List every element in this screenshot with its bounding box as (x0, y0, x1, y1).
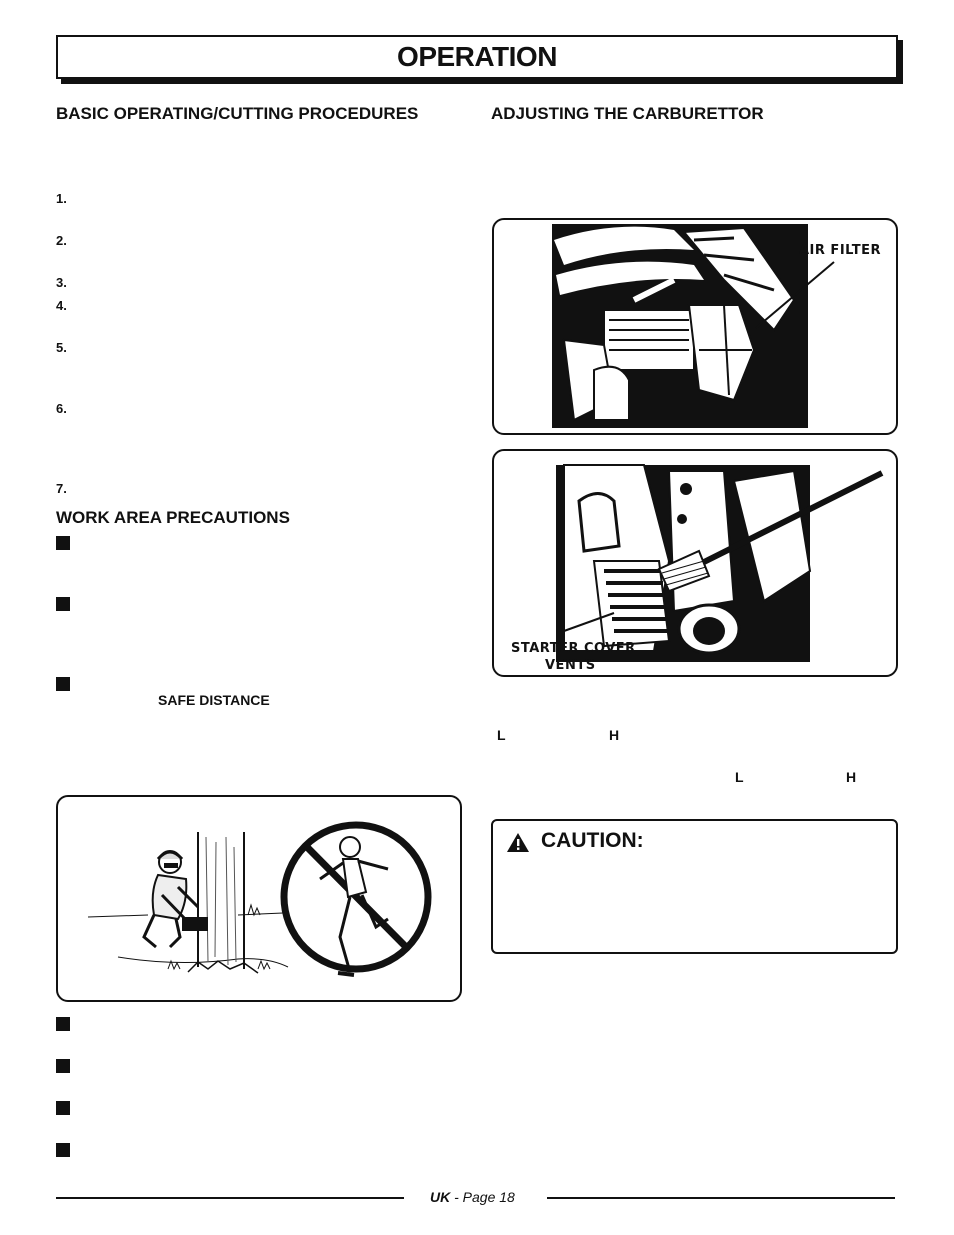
bullet-square (56, 1143, 70, 1157)
bullet-square (56, 677, 70, 691)
caution-title: CAUTION: (541, 829, 644, 852)
header-banner: OPERATION (56, 35, 898, 79)
section-title-carburettor: ADJUSTING THE CARBURETTOR (491, 104, 764, 123)
step-number-5: 5. (56, 340, 67, 355)
air-filter-label: AIR FILTER (799, 243, 882, 258)
footer-rule-right (547, 1197, 895, 1199)
bullet-square (56, 1059, 70, 1073)
page-footer: UK - Page 18 (430, 1189, 515, 1205)
screw-label-h: H (609, 727, 620, 743)
air-filter-figure: AIR FILTER (492, 218, 898, 435)
footer-page-number: - Page 18 (454, 1189, 515, 1205)
section-title-work-area: WORK AREA PRECAUTIONS (56, 508, 290, 527)
screw-label-h: H (846, 769, 857, 785)
safe-distance-illustration (56, 795, 462, 1002)
warning-triangle-icon (507, 833, 529, 852)
air-filter-drawing (552, 224, 835, 428)
starter-cover-figure: STARTER COVER VENTS (492, 449, 898, 677)
footer-region: UK (430, 1189, 451, 1205)
step-number-3: 3. (56, 275, 67, 290)
starter-cover-label: STARTER COVER (511, 641, 636, 656)
section-title-basic-operating: BASIC OPERATING/CUTTING PROCEDURES (56, 104, 419, 123)
bullet-square (56, 536, 70, 550)
footer-rule-left (56, 1197, 404, 1199)
screw-label-l: L (735, 769, 744, 785)
safe-distance-text: SAFE DISTANCE (158, 692, 270, 708)
step-number-4: 4. (56, 298, 67, 313)
bullet-square (56, 1017, 70, 1031)
caution-box: CAUTION: (491, 819, 898, 954)
step-number-6: 6. (56, 401, 67, 416)
bullet-square (56, 1101, 70, 1115)
step-number-1: 1. (56, 191, 67, 206)
vents-label: VENTS (545, 658, 596, 673)
bullet-square (56, 597, 70, 611)
step-number-2: 2. (56, 233, 67, 248)
page-title: OPERATION (397, 41, 557, 72)
safe-distance-drawing (87, 821, 432, 977)
starter-cover-drawing (556, 464, 884, 662)
step-number-7: 7. (56, 481, 67, 496)
screw-label-l: L (497, 727, 506, 743)
